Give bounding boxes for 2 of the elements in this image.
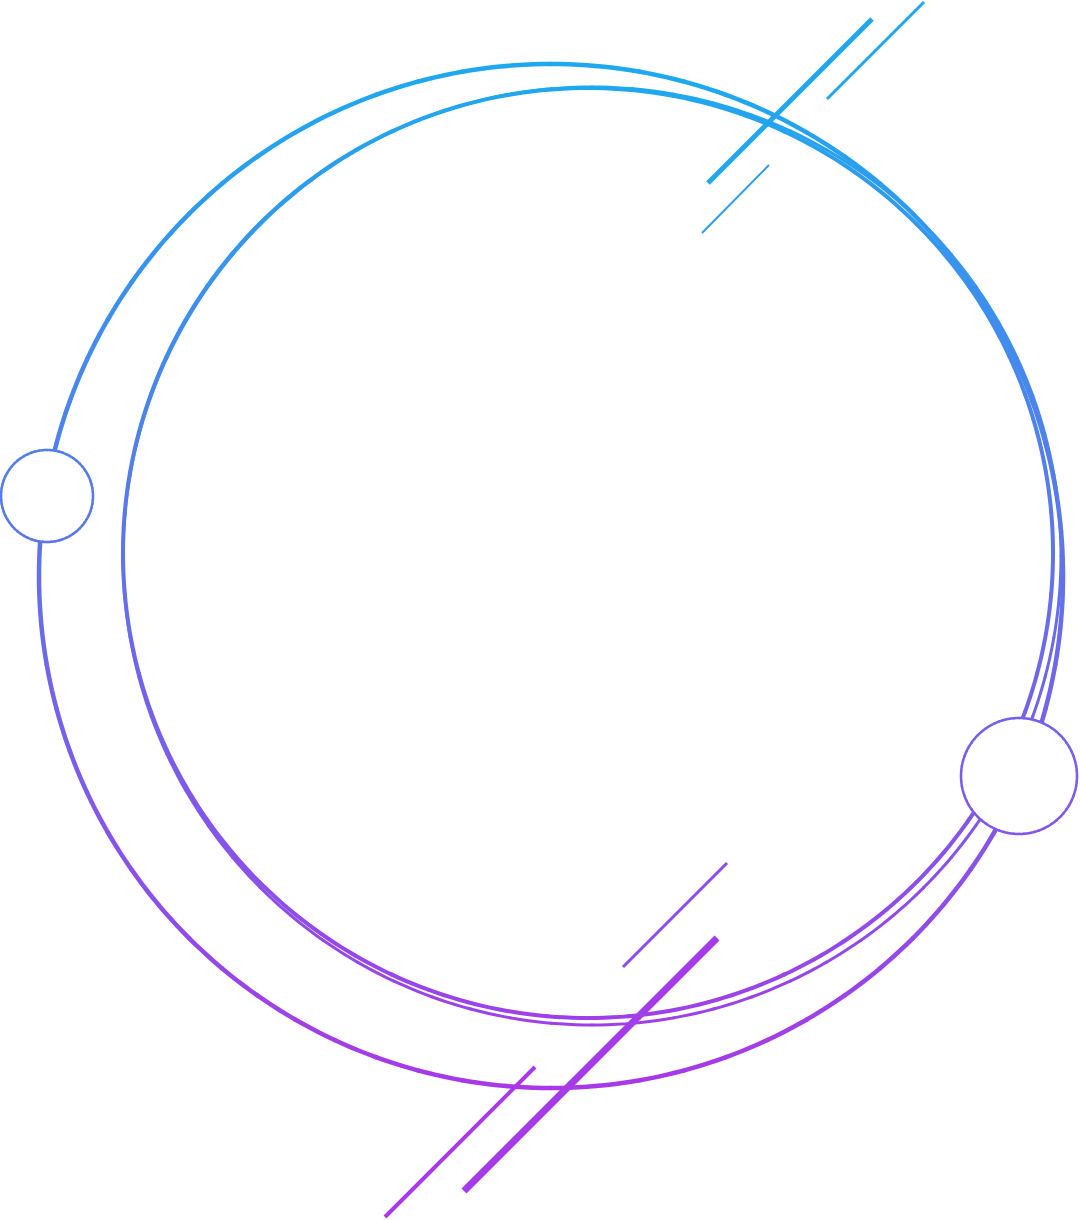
outer-ring	[36, 61, 1066, 1091]
inner-ring	[121, 85, 1063, 1027]
